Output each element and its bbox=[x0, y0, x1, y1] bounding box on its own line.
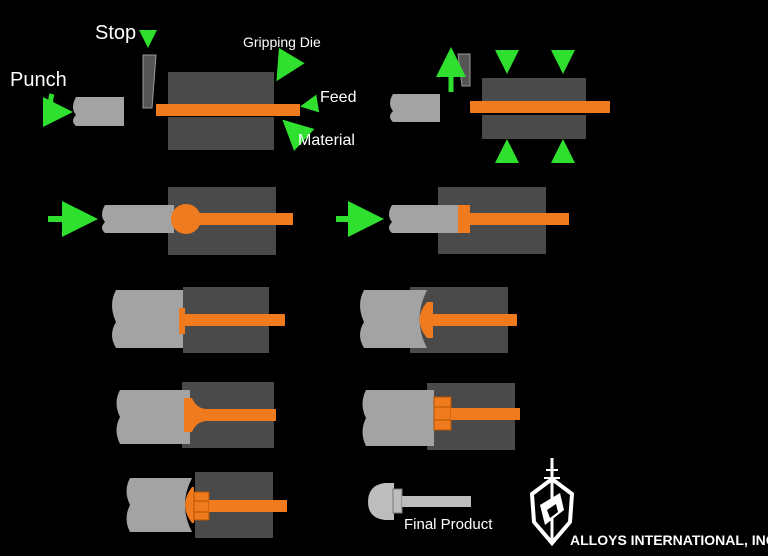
material-bar-5 bbox=[185, 314, 285, 326]
material-dome-9 bbox=[185, 487, 194, 523]
punch-1 bbox=[73, 97, 124, 126]
gripping-die-top bbox=[168, 72, 274, 105]
step-8 bbox=[362, 383, 520, 450]
punch-label: Punch bbox=[10, 69, 67, 91]
down-arrow-icon bbox=[276, 47, 305, 82]
material-bar-1 bbox=[156, 104, 300, 116]
die-bottom-2 bbox=[482, 115, 586, 139]
material-label: Material bbox=[298, 132, 355, 149]
brand-logo-icon bbox=[529, 458, 575, 547]
punch-3 bbox=[102, 205, 174, 233]
material-head-7 bbox=[184, 398, 276, 432]
curved-arrow-icon bbox=[42, 93, 73, 127]
stop-block bbox=[142, 54, 157, 109]
punch-7 bbox=[116, 390, 190, 444]
final-product-bolt-head bbox=[368, 483, 394, 520]
punch-5 bbox=[112, 290, 183, 348]
material-head-8 bbox=[433, 396, 452, 431]
final-product-label: Final Product bbox=[404, 516, 493, 533]
step-9 bbox=[126, 472, 287, 538]
final-product-bolt-collar bbox=[392, 488, 403, 514]
material-arrow-icon bbox=[282, 119, 315, 152]
punch-8 bbox=[362, 390, 434, 446]
step-3-ball-head bbox=[48, 187, 293, 255]
step-4-flat-head bbox=[336, 187, 569, 254]
material-head-4 bbox=[458, 205, 470, 233]
material-bar-6 bbox=[433, 314, 517, 326]
feed-arrow-icon bbox=[300, 94, 320, 113]
punch-2 bbox=[390, 94, 440, 122]
step-5 bbox=[112, 287, 285, 353]
stop-block-2 bbox=[457, 53, 471, 87]
material-bar-2 bbox=[470, 101, 610, 113]
step-1-setup: Stop Punch Gripping Die Feed Material bbox=[10, 22, 356, 152]
step-7 bbox=[116, 382, 276, 448]
material-ball-3 bbox=[171, 204, 201, 234]
material-head-6 bbox=[419, 302, 433, 338]
brand-name: ALLOYS INTERNATIONAL, INC. bbox=[570, 532, 768, 548]
gripping-die-bottom bbox=[168, 117, 274, 150]
punch-9 bbox=[126, 478, 192, 532]
material-bar-4 bbox=[470, 213, 569, 225]
material-head-9 bbox=[193, 491, 210, 521]
material-bar-9 bbox=[209, 500, 287, 512]
material-bar-8 bbox=[451, 408, 520, 420]
die-top-2 bbox=[482, 78, 586, 101]
stop-label: Stop bbox=[95, 22, 136, 44]
final-product-bolt-shank bbox=[402, 496, 471, 507]
punch-6 bbox=[360, 290, 427, 348]
material-bar-3 bbox=[190, 213, 293, 225]
material-head-5 bbox=[179, 308, 185, 334]
brand-logo: ALLOYS INTERNATIONAL, INC. bbox=[529, 458, 768, 548]
punch-4 bbox=[389, 205, 458, 233]
feed-label: Feed bbox=[320, 89, 356, 106]
step-2-clamp bbox=[390, 47, 610, 163]
gripping-die-label: Gripping Die bbox=[243, 34, 321, 50]
step-6 bbox=[360, 287, 517, 353]
final-product: Final Product bbox=[368, 483, 493, 533]
